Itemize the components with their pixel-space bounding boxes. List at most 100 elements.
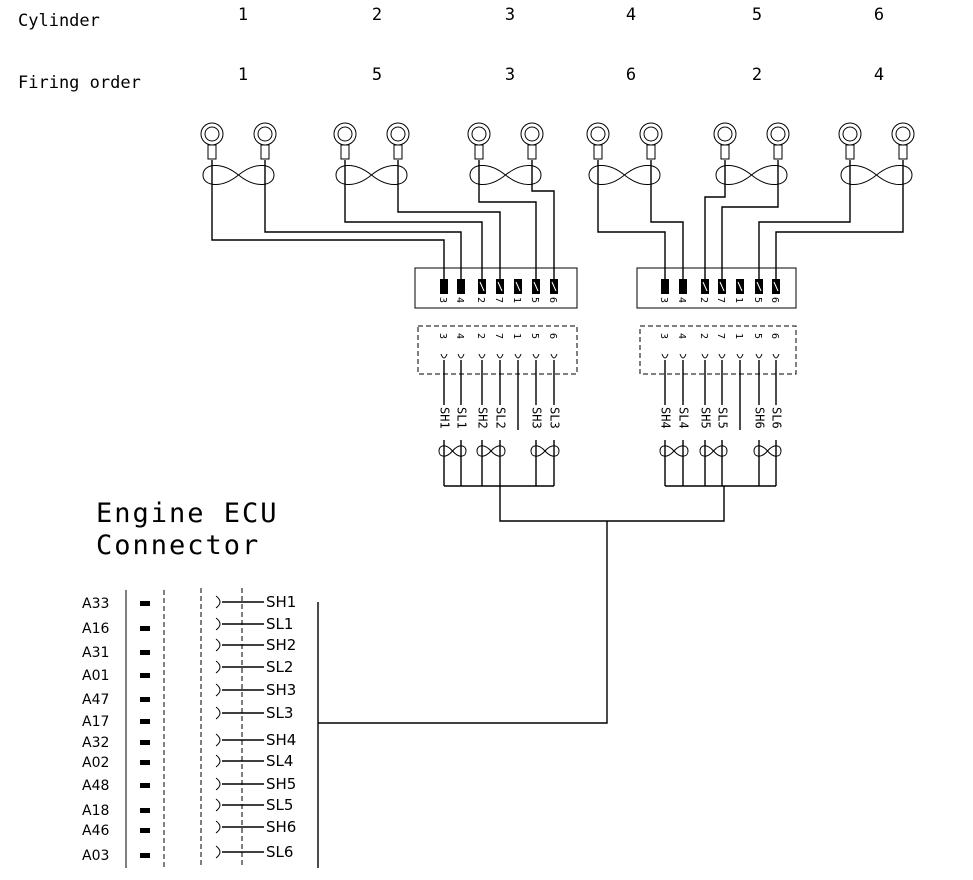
ring-outer — [253, 122, 277, 146]
firing-order-number: 2 — [752, 65, 762, 85]
connector-pin — [440, 279, 448, 294]
ring-terminal-icon — [467, 122, 491, 160]
wire — [704, 160, 726, 279]
cylinder-number: 3 — [505, 5, 515, 25]
ring-inner — [643, 126, 659, 142]
ring-inner — [524, 126, 540, 142]
mating-pin-number: 3 — [658, 333, 669, 339]
mating-pin-number: 4 — [676, 333, 687, 339]
ring-inner — [895, 126, 911, 142]
cylinder-number: 6 — [874, 5, 884, 25]
pin-number: 1 — [733, 297, 744, 303]
terminal-crimp — [593, 144, 603, 160]
ring-inner — [257, 126, 273, 142]
ring-inner — [770, 126, 786, 142]
ecu-pin-label: A48 — [82, 778, 109, 794]
pin-mark — [551, 281, 557, 292]
socket-icon — [701, 353, 709, 359]
twisted-pair-icon — [530, 445, 560, 457]
wire — [650, 160, 684, 279]
ring-terminal-icon — [386, 122, 410, 160]
terminal-crimp — [646, 144, 656, 160]
bus-line — [318, 521, 608, 724]
signal-label: SH4 — [659, 407, 673, 429]
pin-number: 4 — [676, 297, 687, 303]
pin-number: 7 — [493, 297, 504, 303]
ring-outer — [766, 122, 790, 146]
ecu-signal-label: SH1 — [266, 593, 296, 611]
mating-pin-number: 7 — [493, 333, 504, 339]
ecu-signal-label: SL3 — [266, 704, 293, 722]
socket-icon — [514, 353, 522, 359]
signal-label: SL3 — [548, 407, 562, 429]
ring-inner — [204, 126, 220, 142]
ecu-pin-label: A33 — [82, 596, 109, 612]
ecu-pin — [140, 853, 150, 858]
terminal-crimp — [260, 144, 270, 160]
connector-housing — [414, 267, 578, 309]
ring-terminal-icon — [586, 122, 610, 160]
mating-pin-number: 5 — [529, 333, 540, 339]
ecu-pin — [140, 650, 150, 655]
ecu-signal-label: SL2 — [266, 658, 293, 676]
injector-wires — [211, 160, 904, 279]
mating-pin-number: 6 — [547, 333, 558, 339]
ecu-pin — [140, 601, 150, 606]
socket-icon — [215, 820, 221, 834]
firing-order-number: 4 — [874, 65, 884, 85]
ecu-pin — [140, 673, 150, 678]
twisted-pair-icon — [588, 165, 661, 185]
socket-icon — [215, 777, 221, 791]
wire — [478, 160, 537, 279]
connector-pin — [661, 279, 669, 294]
twisted-pair-icon — [699, 445, 728, 457]
ring-inner — [842, 126, 858, 142]
pin-number: 2 — [475, 297, 486, 303]
socket-icon — [755, 353, 763, 359]
pin-number: 5 — [529, 297, 540, 303]
ring-inner — [471, 126, 487, 142]
ecu-pin-label: A17 — [82, 714, 109, 730]
socket-icon — [772, 353, 780, 359]
twisted-pair-icon — [715, 165, 788, 185]
socket-icon — [440, 353, 448, 359]
pin-number: 6 — [547, 297, 558, 303]
pin-mark — [737, 281, 743, 292]
ring-outer — [639, 122, 663, 146]
signal-label: SL5 — [716, 407, 730, 429]
socket-icon — [496, 353, 504, 359]
ring-terminal-icon — [838, 122, 862, 160]
ecu-title-line1: Engine ECU — [96, 498, 279, 529]
ring-terminal-icon — [200, 122, 224, 160]
twisted-pair-icon — [753, 445, 782, 457]
ring-outer — [333, 122, 357, 146]
pin-number: 7 — [715, 297, 726, 303]
cylinder-number: 1 — [238, 5, 248, 25]
mating-pin-number: 3 — [437, 333, 448, 339]
connector-housing — [636, 267, 797, 309]
wire — [721, 160, 779, 279]
ecu-pin — [140, 808, 150, 813]
ring-terminal-icon — [520, 122, 544, 160]
pin-mark — [515, 281, 521, 292]
wire — [264, 160, 462, 279]
ecu-signal-label: SL1 — [266, 615, 293, 633]
ecu-pin — [140, 760, 150, 765]
ecu-signal-label: SL5 — [266, 796, 293, 814]
ring-terminal-icon — [766, 122, 790, 160]
pin-number: 6 — [769, 297, 780, 303]
pin-number: 2 — [698, 297, 709, 303]
ring-inner — [717, 126, 733, 142]
cylinder-number: 5 — [752, 5, 762, 25]
socket-icon — [215, 638, 221, 652]
ecu-pin — [140, 626, 150, 631]
wire — [758, 160, 851, 279]
ecu-pin — [140, 697, 150, 702]
cylinder-number: 2 — [372, 5, 382, 25]
